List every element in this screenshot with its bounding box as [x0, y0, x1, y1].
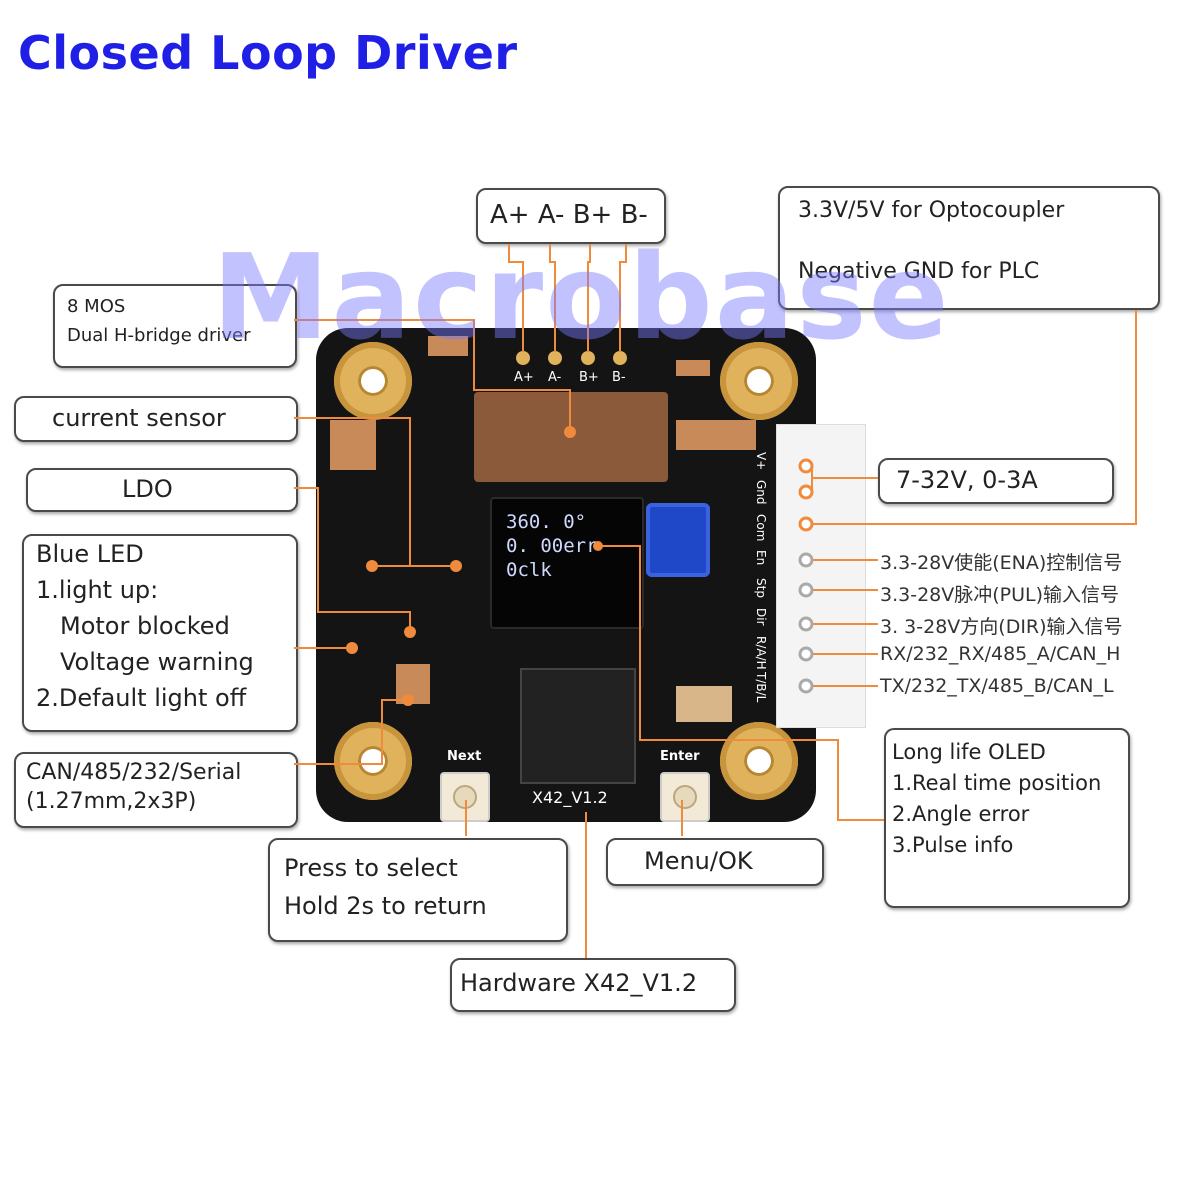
- page-title: Closed Loop Driver: [18, 26, 518, 80]
- can-line-1: CAN/485/232/Serial: [26, 760, 242, 785]
- blue-led-item-1: 1.light up:: [36, 576, 159, 604]
- signal-rx-label: RX/232_RX/485_A/CAN_H: [880, 643, 1121, 665]
- power-callout: 7-32V, 0-3A: [878, 458, 1114, 504]
- pin-label-a-plus: A+: [514, 370, 534, 385]
- microcontroller-chip: [520, 668, 636, 784]
- hardware-version: X42_V1.2: [583, 969, 698, 997]
- blue-led-title: Blue LED: [36, 540, 144, 568]
- optocoupler-callout: 3.3V/5V for Optocoupler Negative GND for…: [778, 186, 1160, 310]
- ldo-callout: LDO: [26, 468, 298, 512]
- mos-line-2: Dual H-bridge driver: [67, 325, 251, 346]
- motor-pins-callout: A+ A- B+ B-: [476, 188, 666, 244]
- enter-button-label: Enter: [660, 749, 700, 764]
- mounting-hole-bottom-left: [334, 722, 412, 800]
- menu-ok-label: Menu/OK: [644, 847, 753, 875]
- power-label: 7-32V, 0-3A: [896, 466, 1038, 494]
- side-pin-com: Com: [754, 514, 768, 542]
- oled-display: 360. 0° 0. 00err 0clk: [490, 497, 644, 629]
- pin-label-b-minus: B-: [612, 370, 626, 385]
- press-line-2: Hold 2s to return: [284, 892, 487, 920]
- press-line-1: Press to select: [284, 854, 458, 882]
- mounting-hole-bottom-right: [720, 722, 798, 800]
- blue-led-item-1a: Motor blocked: [60, 612, 230, 640]
- oled-clock: 0clk: [506, 559, 552, 581]
- enter-button[interactable]: [660, 772, 710, 822]
- potentiometer: [646, 503, 710, 577]
- silkscreen-version: X42_V1.2: [532, 788, 608, 807]
- next-button-label: Next: [447, 749, 482, 764]
- hardware-callout: Hardware X42_V1.2: [450, 958, 736, 1012]
- oled-callout-item-1: 1.Real time position: [892, 771, 1102, 795]
- smd-component: [676, 686, 732, 722]
- oled-callout-item-3: 3.Pulse info: [892, 833, 1014, 857]
- side-pin-stp: Stp: [754, 578, 768, 598]
- blue-led-item-1b: Voltage warning: [60, 648, 254, 676]
- smd-component: [330, 420, 376, 470]
- side-pin-dir: Dir: [754, 608, 768, 626]
- menu-ok-callout: Menu/OK: [606, 838, 824, 886]
- mos-array: [474, 392, 668, 482]
- can-callout: CAN/485/232/Serial (1.27mm,2x3P): [14, 752, 298, 828]
- ldo-label: LDO: [122, 475, 173, 503]
- hardware-prefix: Hardware: [460, 969, 584, 997]
- smd-component: [396, 664, 430, 704]
- pin-label-b-plus: B+: [579, 370, 599, 385]
- mos-callout: 8 MOS Dual H-bridge driver: [53, 284, 297, 368]
- current-sensor-callout: current sensor: [14, 396, 298, 442]
- current-sensor-label: current sensor: [52, 404, 226, 432]
- signal-pul-label: 3.3-28V脉冲(PUL)输入信号: [880, 584, 1120, 606]
- side-pin-gnd: Gnd: [754, 480, 768, 505]
- motor-pins-label: A+ A- B+ B-: [490, 200, 648, 230]
- can-line-2: (1.27mm,2x3P): [26, 789, 197, 814]
- oled-callout: Long life OLED 1.Real time position 2.An…: [884, 728, 1130, 908]
- oled-callout-title: Long life OLED: [892, 740, 1046, 764]
- pin-label-a-minus: A-: [548, 370, 562, 385]
- mounting-hole-top-left: [334, 342, 412, 420]
- blue-led-callout: Blue LED 1.light up: Motor blocked Volta…: [22, 534, 298, 732]
- side-pin-tbl: T/B/L: [754, 672, 768, 703]
- hardware-label: Hardware X42_V1.2: [452, 960, 734, 997]
- signal-tx-label: TX/232_TX/485_B/CAN_L: [880, 675, 1114, 697]
- oled-angle: 360. 0°: [506, 511, 587, 533]
- optocoupler-line-2: Negative GND for PLC: [798, 259, 1040, 284]
- smd-component: [676, 420, 756, 450]
- smd-component: [428, 336, 468, 356]
- mos-line-1: 8 MOS: [67, 296, 126, 317]
- side-pin-en: En: [754, 550, 768, 566]
- side-connector: [776, 424, 866, 728]
- press-callout: Press to select Hold 2s to return: [268, 838, 568, 942]
- oled-error: 0. 00err: [506, 535, 598, 557]
- signal-ena-label: 3.3-28V使能(ENA)控制信号: [880, 552, 1123, 574]
- side-pin-rah: R/A/H: [754, 636, 768, 670]
- oled-callout-item-2: 2.Angle error: [892, 802, 1030, 826]
- blue-led-item-2: 2.Default light off: [36, 684, 247, 712]
- next-button[interactable]: [440, 772, 490, 822]
- optocoupler-line-1: 3.3V/5V for Optocoupler: [798, 198, 1065, 223]
- side-pin-vplus: V+: [754, 452, 768, 471]
- smd-component: [676, 360, 710, 376]
- signal-dir-label: 3. 3-28V方向(DIR)输入信号: [880, 616, 1123, 638]
- mounting-hole-top-right: [720, 342, 798, 420]
